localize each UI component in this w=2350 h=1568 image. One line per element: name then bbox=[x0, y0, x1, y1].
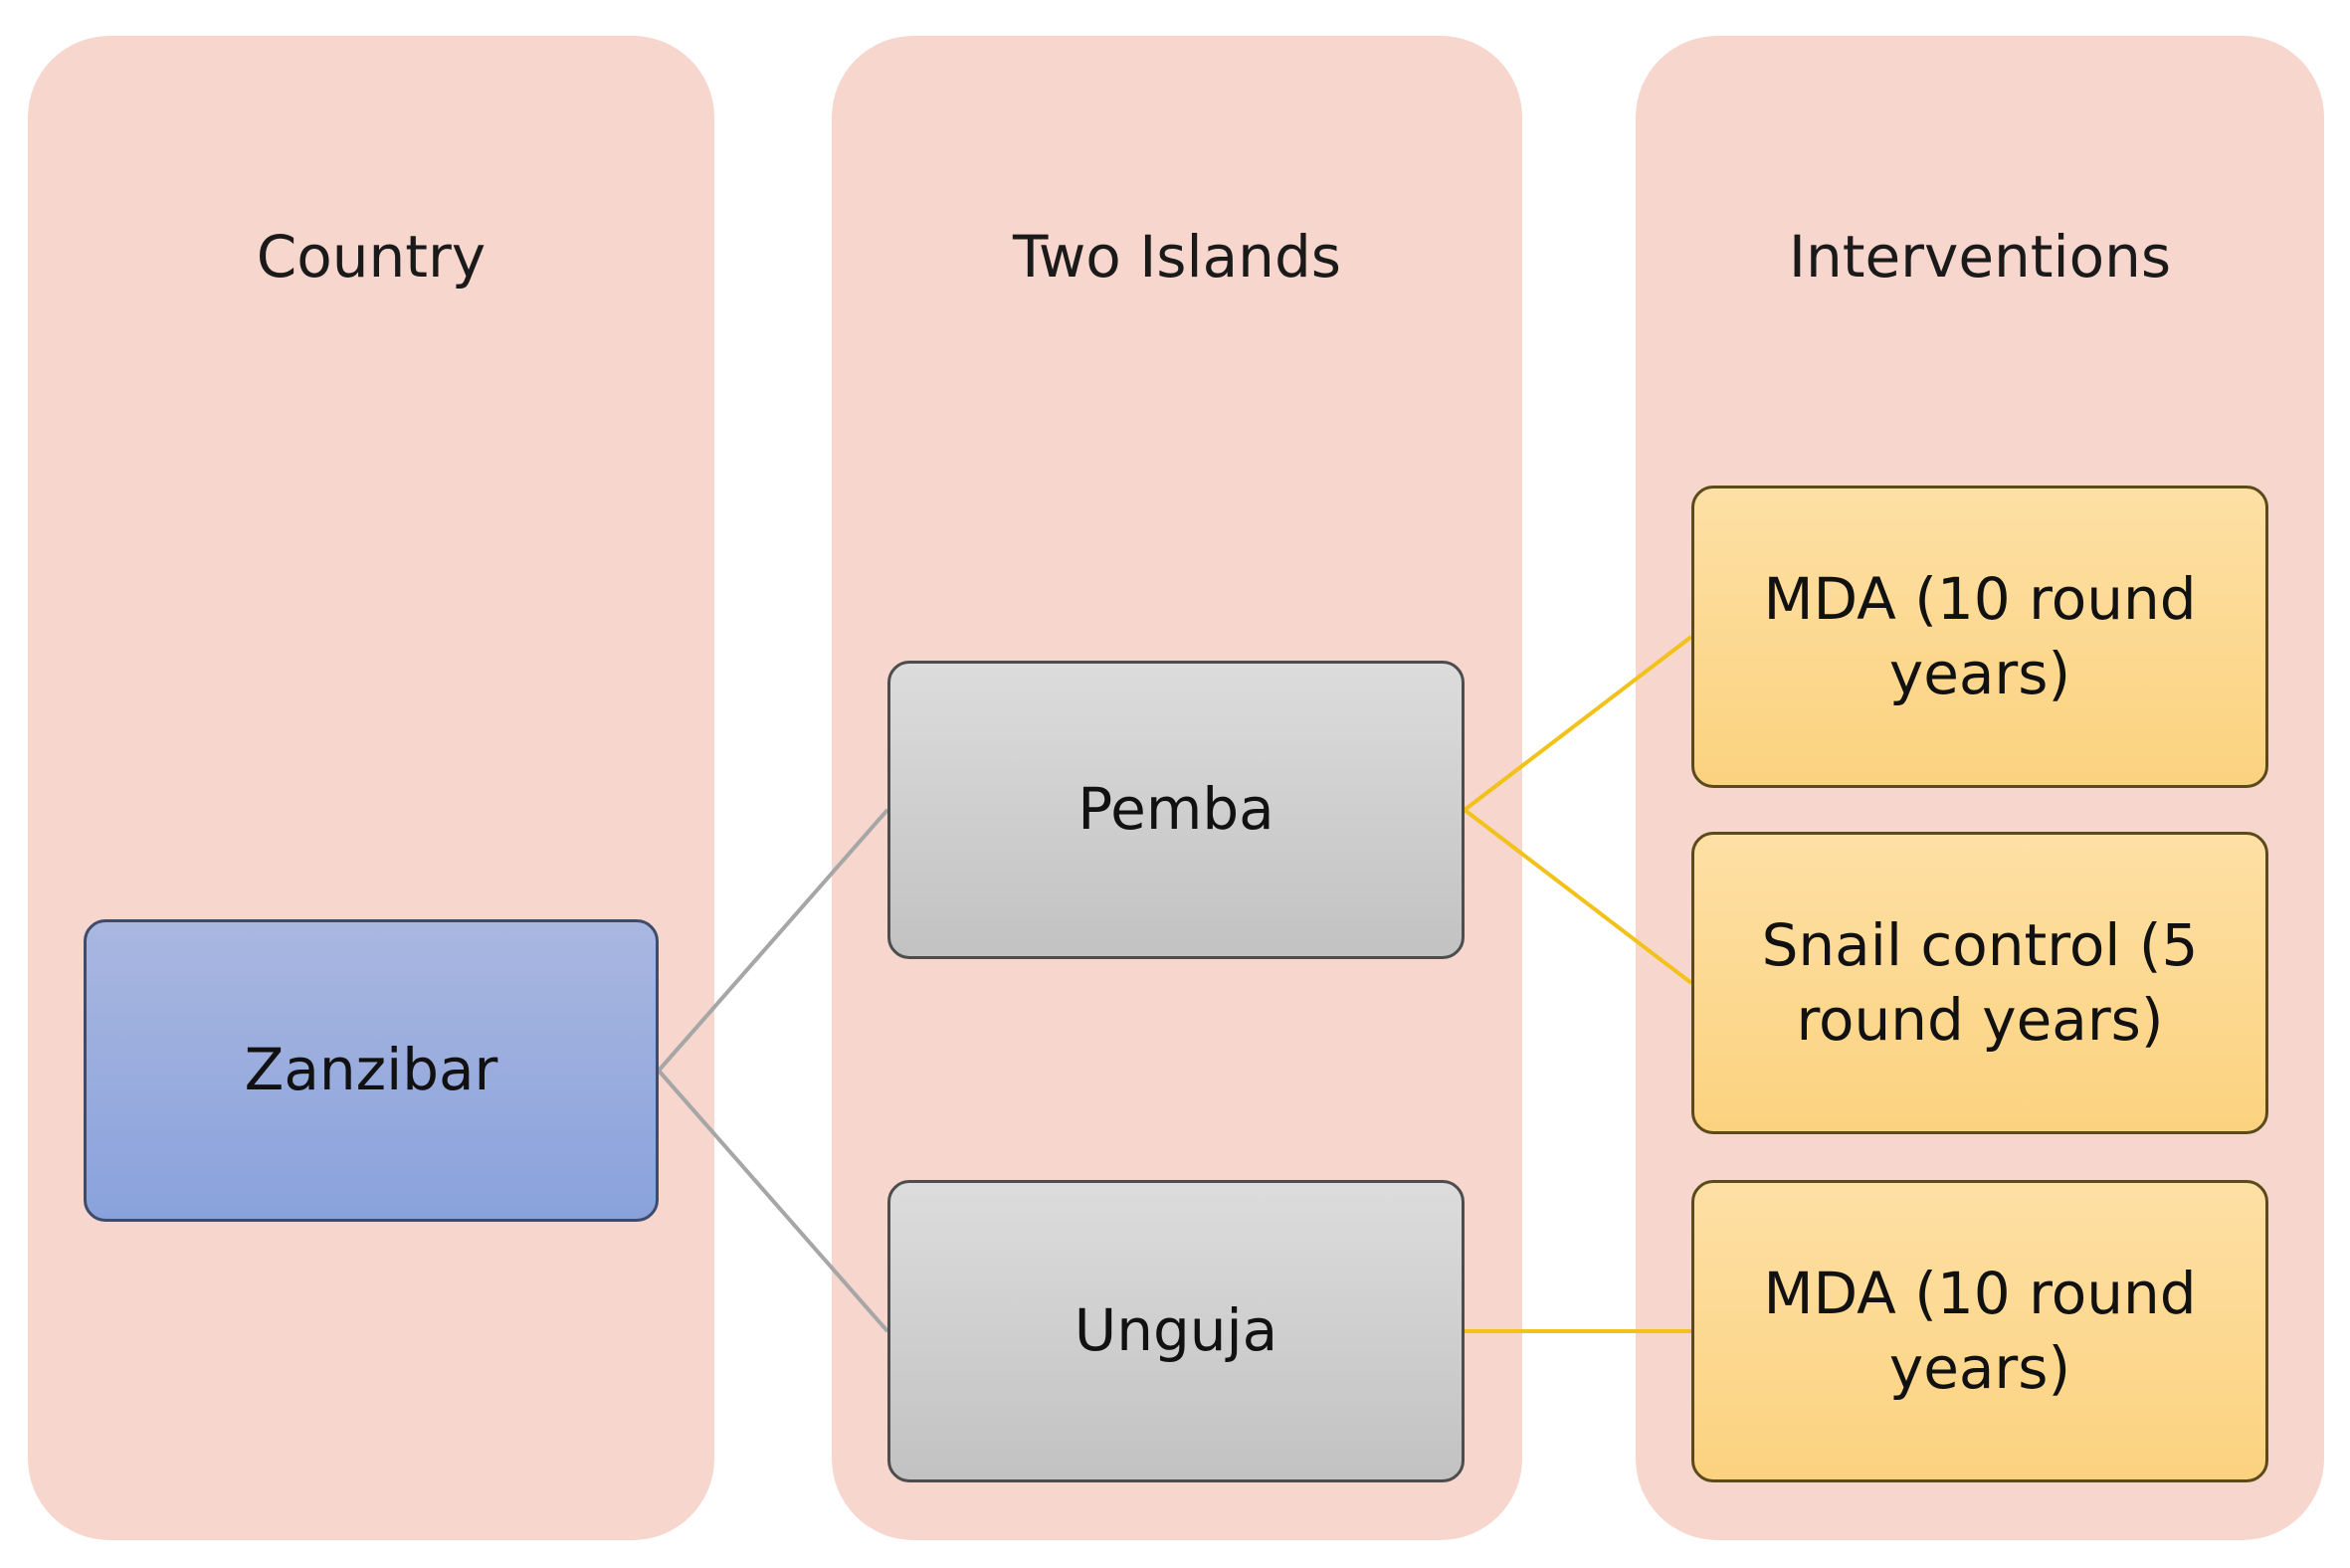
column-country: Country bbox=[28, 36, 714, 1540]
column-header-interventions: Interventions bbox=[1788, 223, 2172, 291]
node-unguja: Unguja bbox=[887, 1180, 1465, 1482]
node-zanzibar-label: Zanzibar bbox=[244, 1036, 498, 1104]
node-snail-control: Snail control (5 round years) bbox=[1691, 832, 2268, 1134]
node-zanzibar: Zanzibar bbox=[84, 919, 659, 1222]
node-snail-control-label: Snail control (5 round years) bbox=[1761, 910, 2199, 1054]
node-mda-unguja: MDA (10 round years) bbox=[1691, 1180, 2268, 1482]
column-header-country: Country bbox=[256, 223, 487, 291]
node-pemba-label: Pemba bbox=[1077, 775, 1274, 844]
column-header-two-islands: Two Islands bbox=[1013, 223, 1341, 291]
node-unguja-label: Unguja bbox=[1074, 1296, 1278, 1365]
node-mda-pemba-label: MDA (10 round years) bbox=[1763, 564, 2197, 707]
node-mda-unguja-label: MDA (10 round years) bbox=[1763, 1259, 2197, 1402]
node-mda-pemba: MDA (10 round years) bbox=[1691, 486, 2268, 788]
node-pemba: Pemba bbox=[887, 661, 1465, 959]
